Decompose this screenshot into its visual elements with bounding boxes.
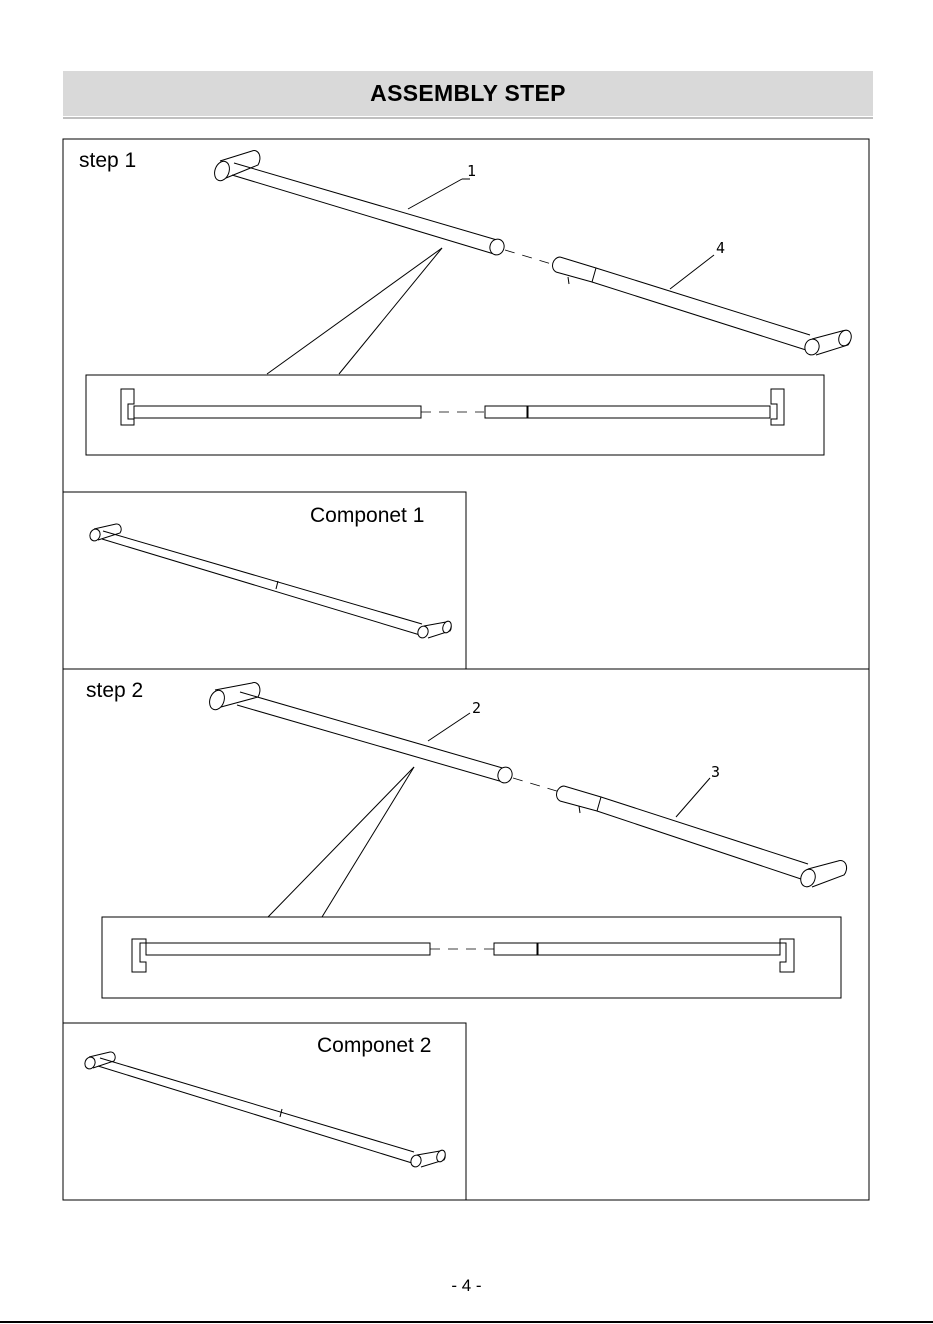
step-1-callouts: 1 4: [267, 162, 725, 374]
step-1-side-view: [86, 375, 824, 455]
step-1-rod-part-1: [212, 151, 506, 257]
step-2-rod-part-2: [207, 683, 514, 785]
callout-1: 1: [467, 162, 476, 180]
step-1-label: step 1: [79, 149, 136, 173]
component-2-drawing: [83, 1052, 447, 1168]
step-2-rod-part-3: [556, 786, 846, 889]
callout-2: 2: [472, 699, 481, 717]
step-2-join-line: [513, 778, 560, 792]
bottom-rule: [0, 1321, 933, 1323]
page-number: - 4 -: [0, 1276, 933, 1296]
step-2-callouts: 2 3: [268, 699, 720, 917]
step-1-rod-part-4: [552, 257, 853, 357]
callout-3: 3: [711, 763, 720, 781]
step-1-join-line: [505, 250, 555, 265]
step-2-side-view: [102, 917, 841, 998]
component-2-label: Componet 2: [317, 1034, 431, 1058]
step-2-label: step 2: [86, 679, 143, 703]
callout-4: 4: [716, 239, 725, 257]
component-1-label: Componet 1: [310, 504, 424, 528]
component-1-drawing: [88, 524, 453, 639]
